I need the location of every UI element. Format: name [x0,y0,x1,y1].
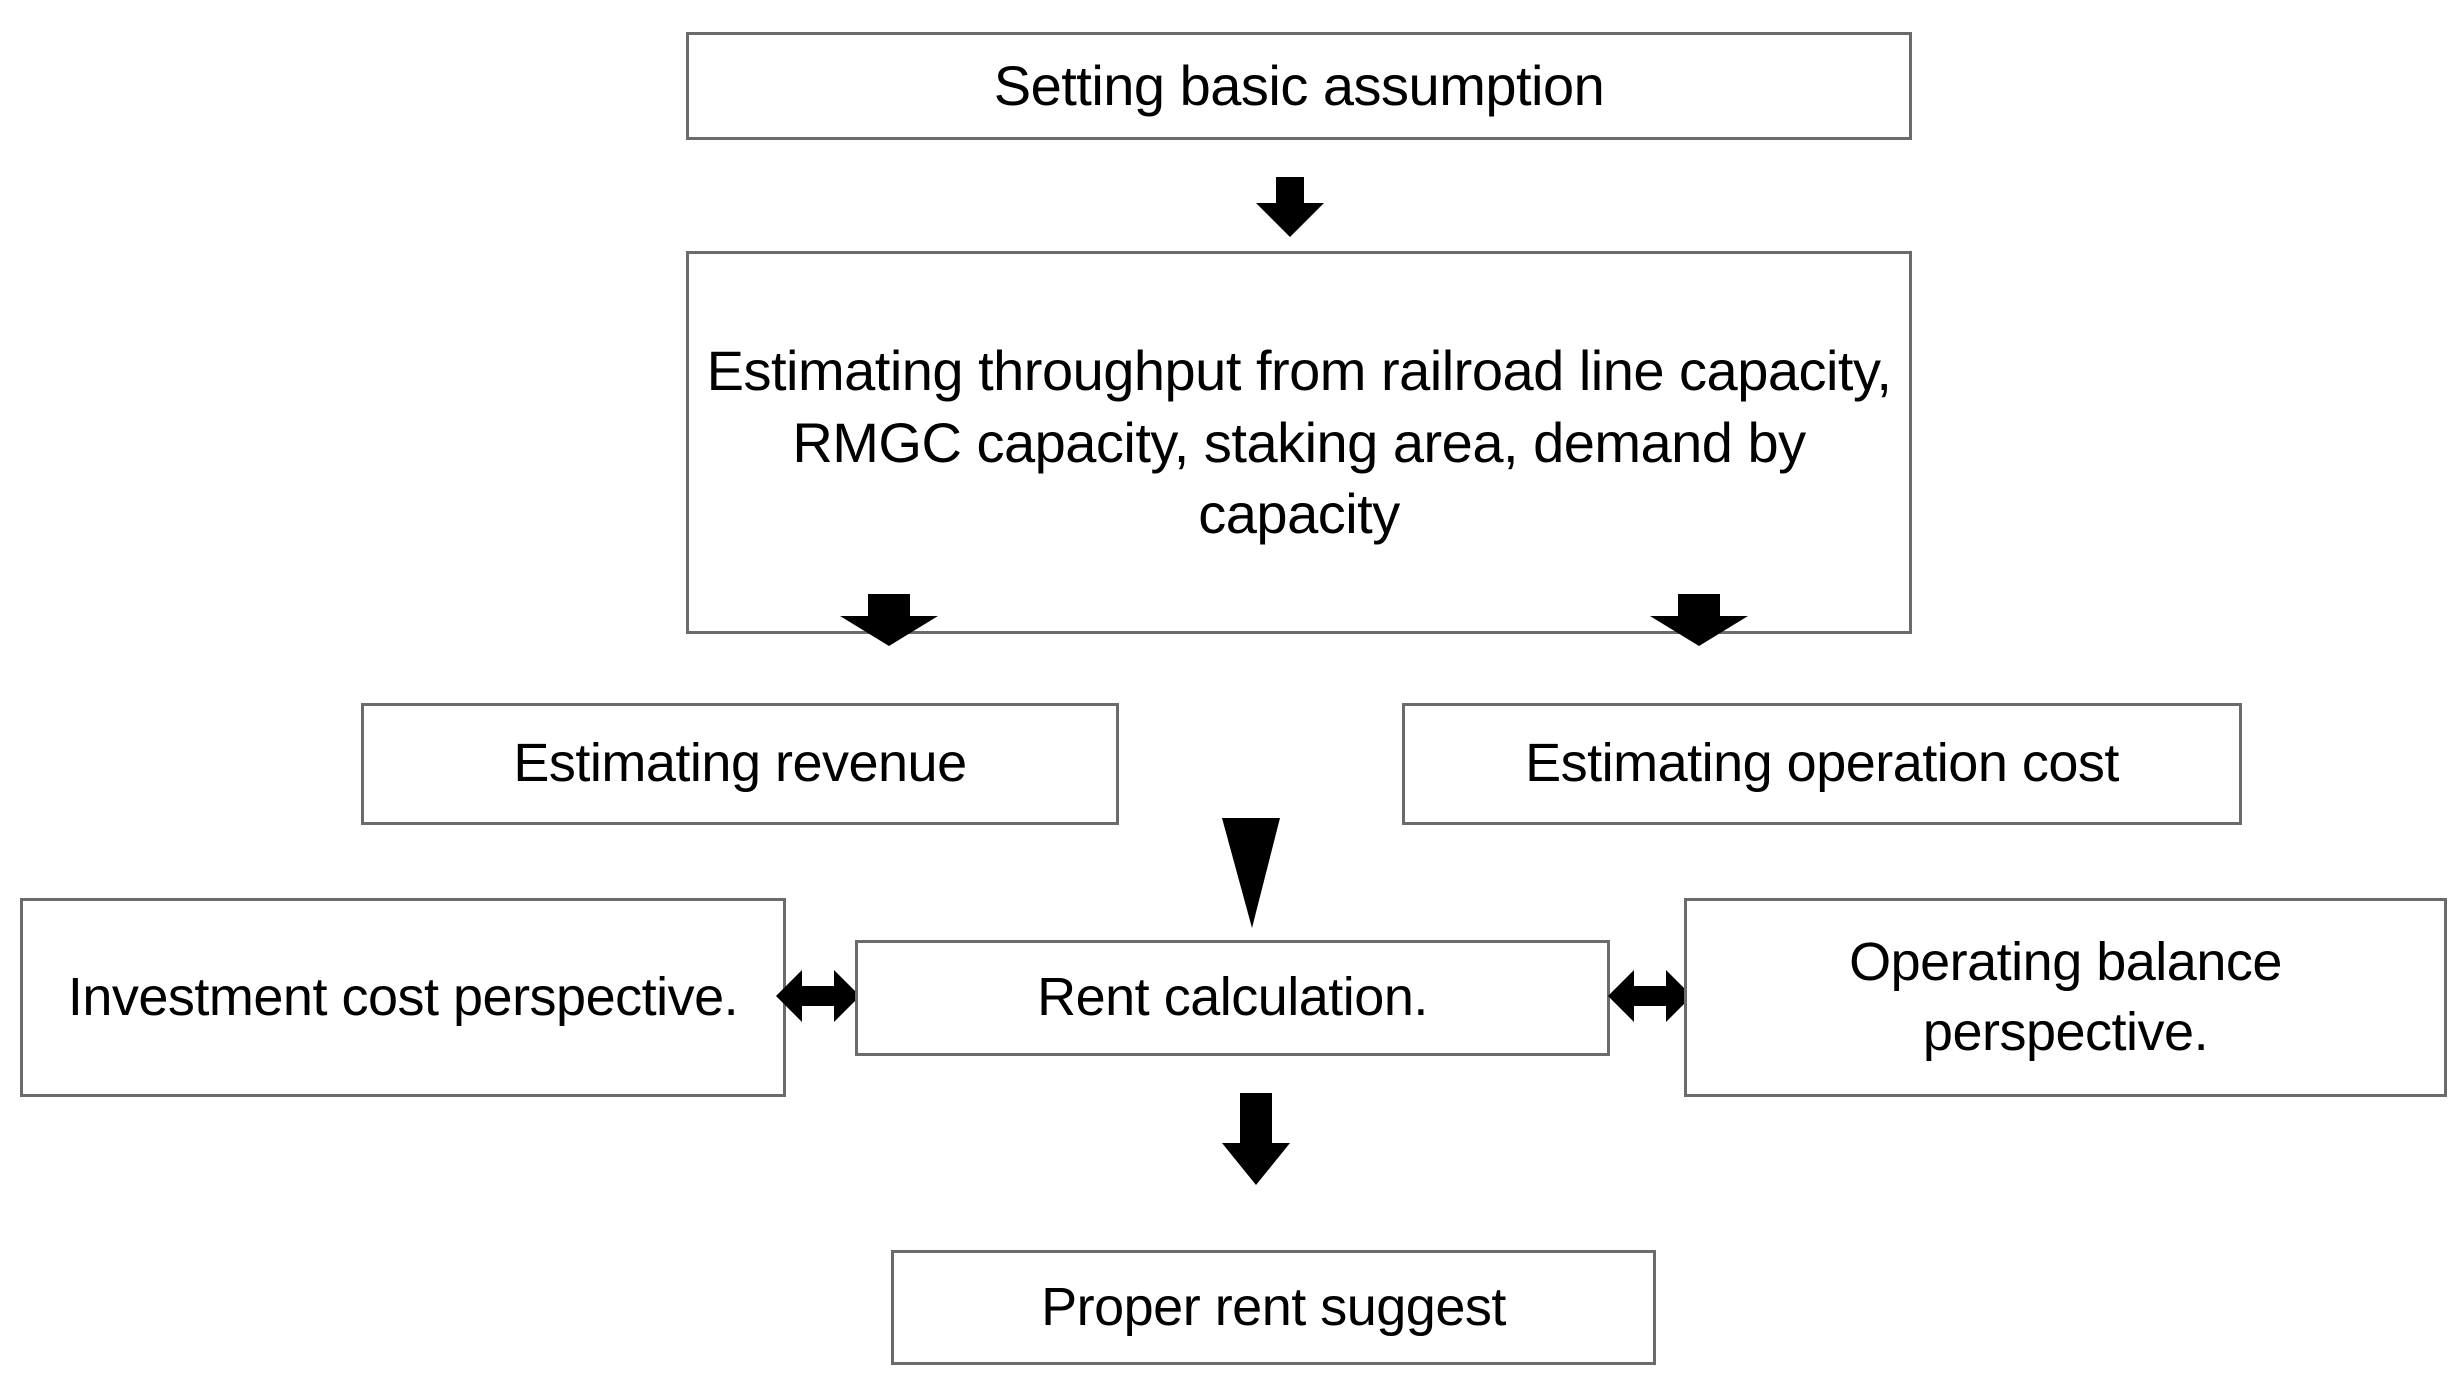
node-operating-balance-perspective: Operating balance perspective. [1684,898,2447,1097]
node-proper-rent-suggest: Proper rent suggest [891,1250,1656,1365]
double-arrow-icon-rent-to-operating [1608,967,1692,1025]
node-label: Rent calculation. [1037,967,1428,1028]
down-arrow-icon-rent-to-proper [1222,1093,1290,1185]
node-label: Estimating operation cost [1525,733,2119,794]
node-label: Estimating throughput from railroad line… [706,338,1892,546]
down-triangle-icon-revenue-to-rent [1222,818,1280,928]
node-setting-basic-assumption: Setting basic assumption [686,32,1912,140]
node-label: Investment cost perspective. [67,966,739,1027]
node-investment-cost-perspective: Investment cost perspective. [20,898,786,1097]
down-arrow-icon-throughput-to-revenue [840,594,938,646]
node-estimating-revenue: Estimating revenue [361,703,1119,825]
node-label: Estimating revenue [513,733,967,794]
node-label: Proper rent suggest [1041,1276,1506,1337]
node-rent-calculation: Rent calculation. [855,940,1610,1056]
double-arrow-icon-rent-to-investment [776,967,860,1025]
down-arrow-icon-assumption-to-throughput [1256,177,1324,237]
node-estimating-throughput: Estimating throughput from railroad line… [686,251,1912,634]
node-estimating-operation-cost: Estimating operation cost [1402,703,2242,825]
down-arrow-icon-throughput-to-cost [1650,594,1748,646]
node-label: Setting basic assumption [993,54,1605,118]
node-label: Operating balance perspective. [1849,932,2282,1062]
